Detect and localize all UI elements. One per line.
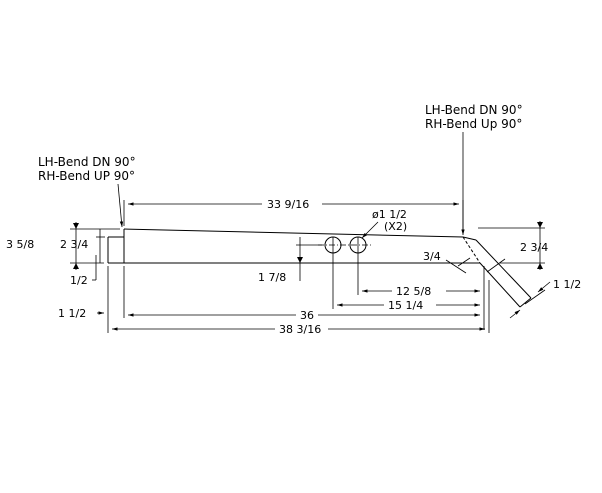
dim-36-label: 36 (300, 309, 314, 322)
dim-33-9-16-label: 33 9/16 (267, 198, 309, 211)
dim-right-1-1-2-label: 1 1/2 (553, 278, 581, 291)
hole-count-label: (X2) (384, 220, 407, 233)
dim-3-4: 3/4 (423, 250, 471, 274)
right-bend-note: LH-Bend DN 90° RH-Bend Up 90° (425, 103, 523, 235)
dim-1-7-8-label: 1 7/8 (258, 271, 286, 284)
dim-15-1-4-label: 15 1/4 (388, 299, 423, 312)
hole-diameter-label: ø1 1/2 (372, 208, 407, 221)
right-corner (462, 236, 477, 241)
dim-2-3-4-left-label: 2 3/4 (60, 238, 88, 251)
right-tab-end (519, 297, 532, 308)
dim-15-1-4: 15 1/4 (332, 253, 480, 312)
dim-12-5-8-label: 12 5/8 (396, 285, 431, 298)
dim-left-heights: 3 5/8 2 3/4 (6, 222, 120, 270)
right-tab-outer (475, 239, 532, 299)
left-bend-leader (117, 183, 124, 228)
right-bend-note-line1: LH-Bend DN 90° (425, 103, 523, 117)
part-outline (107, 228, 532, 308)
hole-note: ø1 1/2 (X2) (361, 208, 407, 239)
dim-3-5-8-label: 3 5/8 (6, 238, 34, 251)
dim-right-2-3-4: 2 3/4 (478, 221, 548, 270)
arrow-right-bottom (537, 263, 543, 269)
right-bend-line (462, 236, 481, 264)
dim-1-7-8: 1 7/8 (258, 237, 322, 284)
left-bend-note-line1: LH-Bend DN 90° (38, 155, 136, 169)
dim-12-5-8: 12 5/8 (357, 253, 485, 330)
arrow-3-5-8-top (73, 223, 79, 229)
top-edge (123, 228, 464, 238)
hole-leader (361, 221, 379, 239)
arrow-1-7-8 (297, 257, 303, 263)
right-tab-inner (479, 262, 521, 308)
dim-38-3-16-label: 38 3/16 (279, 323, 321, 336)
dim-38-3-16: 38 3/16 (112, 280, 490, 336)
dim-left-1-1-2-label: 1 1/2 (58, 307, 86, 320)
leader-3-4 (445, 259, 467, 274)
ext-tab-r1 (486, 258, 506, 273)
left-bend-note-line2: RH-Bend UP 90° (38, 169, 135, 183)
dim-36: 36 (128, 309, 480, 322)
left-bend-note: LH-Bend DN 90° RH-Bend UP 90° (38, 155, 136, 228)
arrow-3-5-8-bottom (73, 263, 79, 269)
dim-line-right-tab-a (509, 309, 521, 319)
ext-3-4 (457, 257, 471, 267)
dim-3-4-label: 3/4 (423, 250, 441, 263)
dim-left-1-1-2: 1 1/2 (58, 266, 125, 333)
dim-1-2-label: 1/2 (70, 274, 88, 287)
dim-right-2-3-4-label: 2 3/4 (520, 241, 548, 254)
dim-33-9-16: 33 9/16 (123, 198, 464, 234)
ext-tab-r2 (524, 289, 546, 305)
arrow-right-top (537, 222, 543, 228)
dim-line-right-tab-b (537, 281, 551, 293)
dim-right-1-1-2: 1 1/2 (486, 258, 581, 319)
dim-1-2: 1/2 (70, 255, 97, 287)
right-bend-note-line2: RH-Bend Up 90° (425, 117, 522, 131)
holes (318, 236, 373, 254)
